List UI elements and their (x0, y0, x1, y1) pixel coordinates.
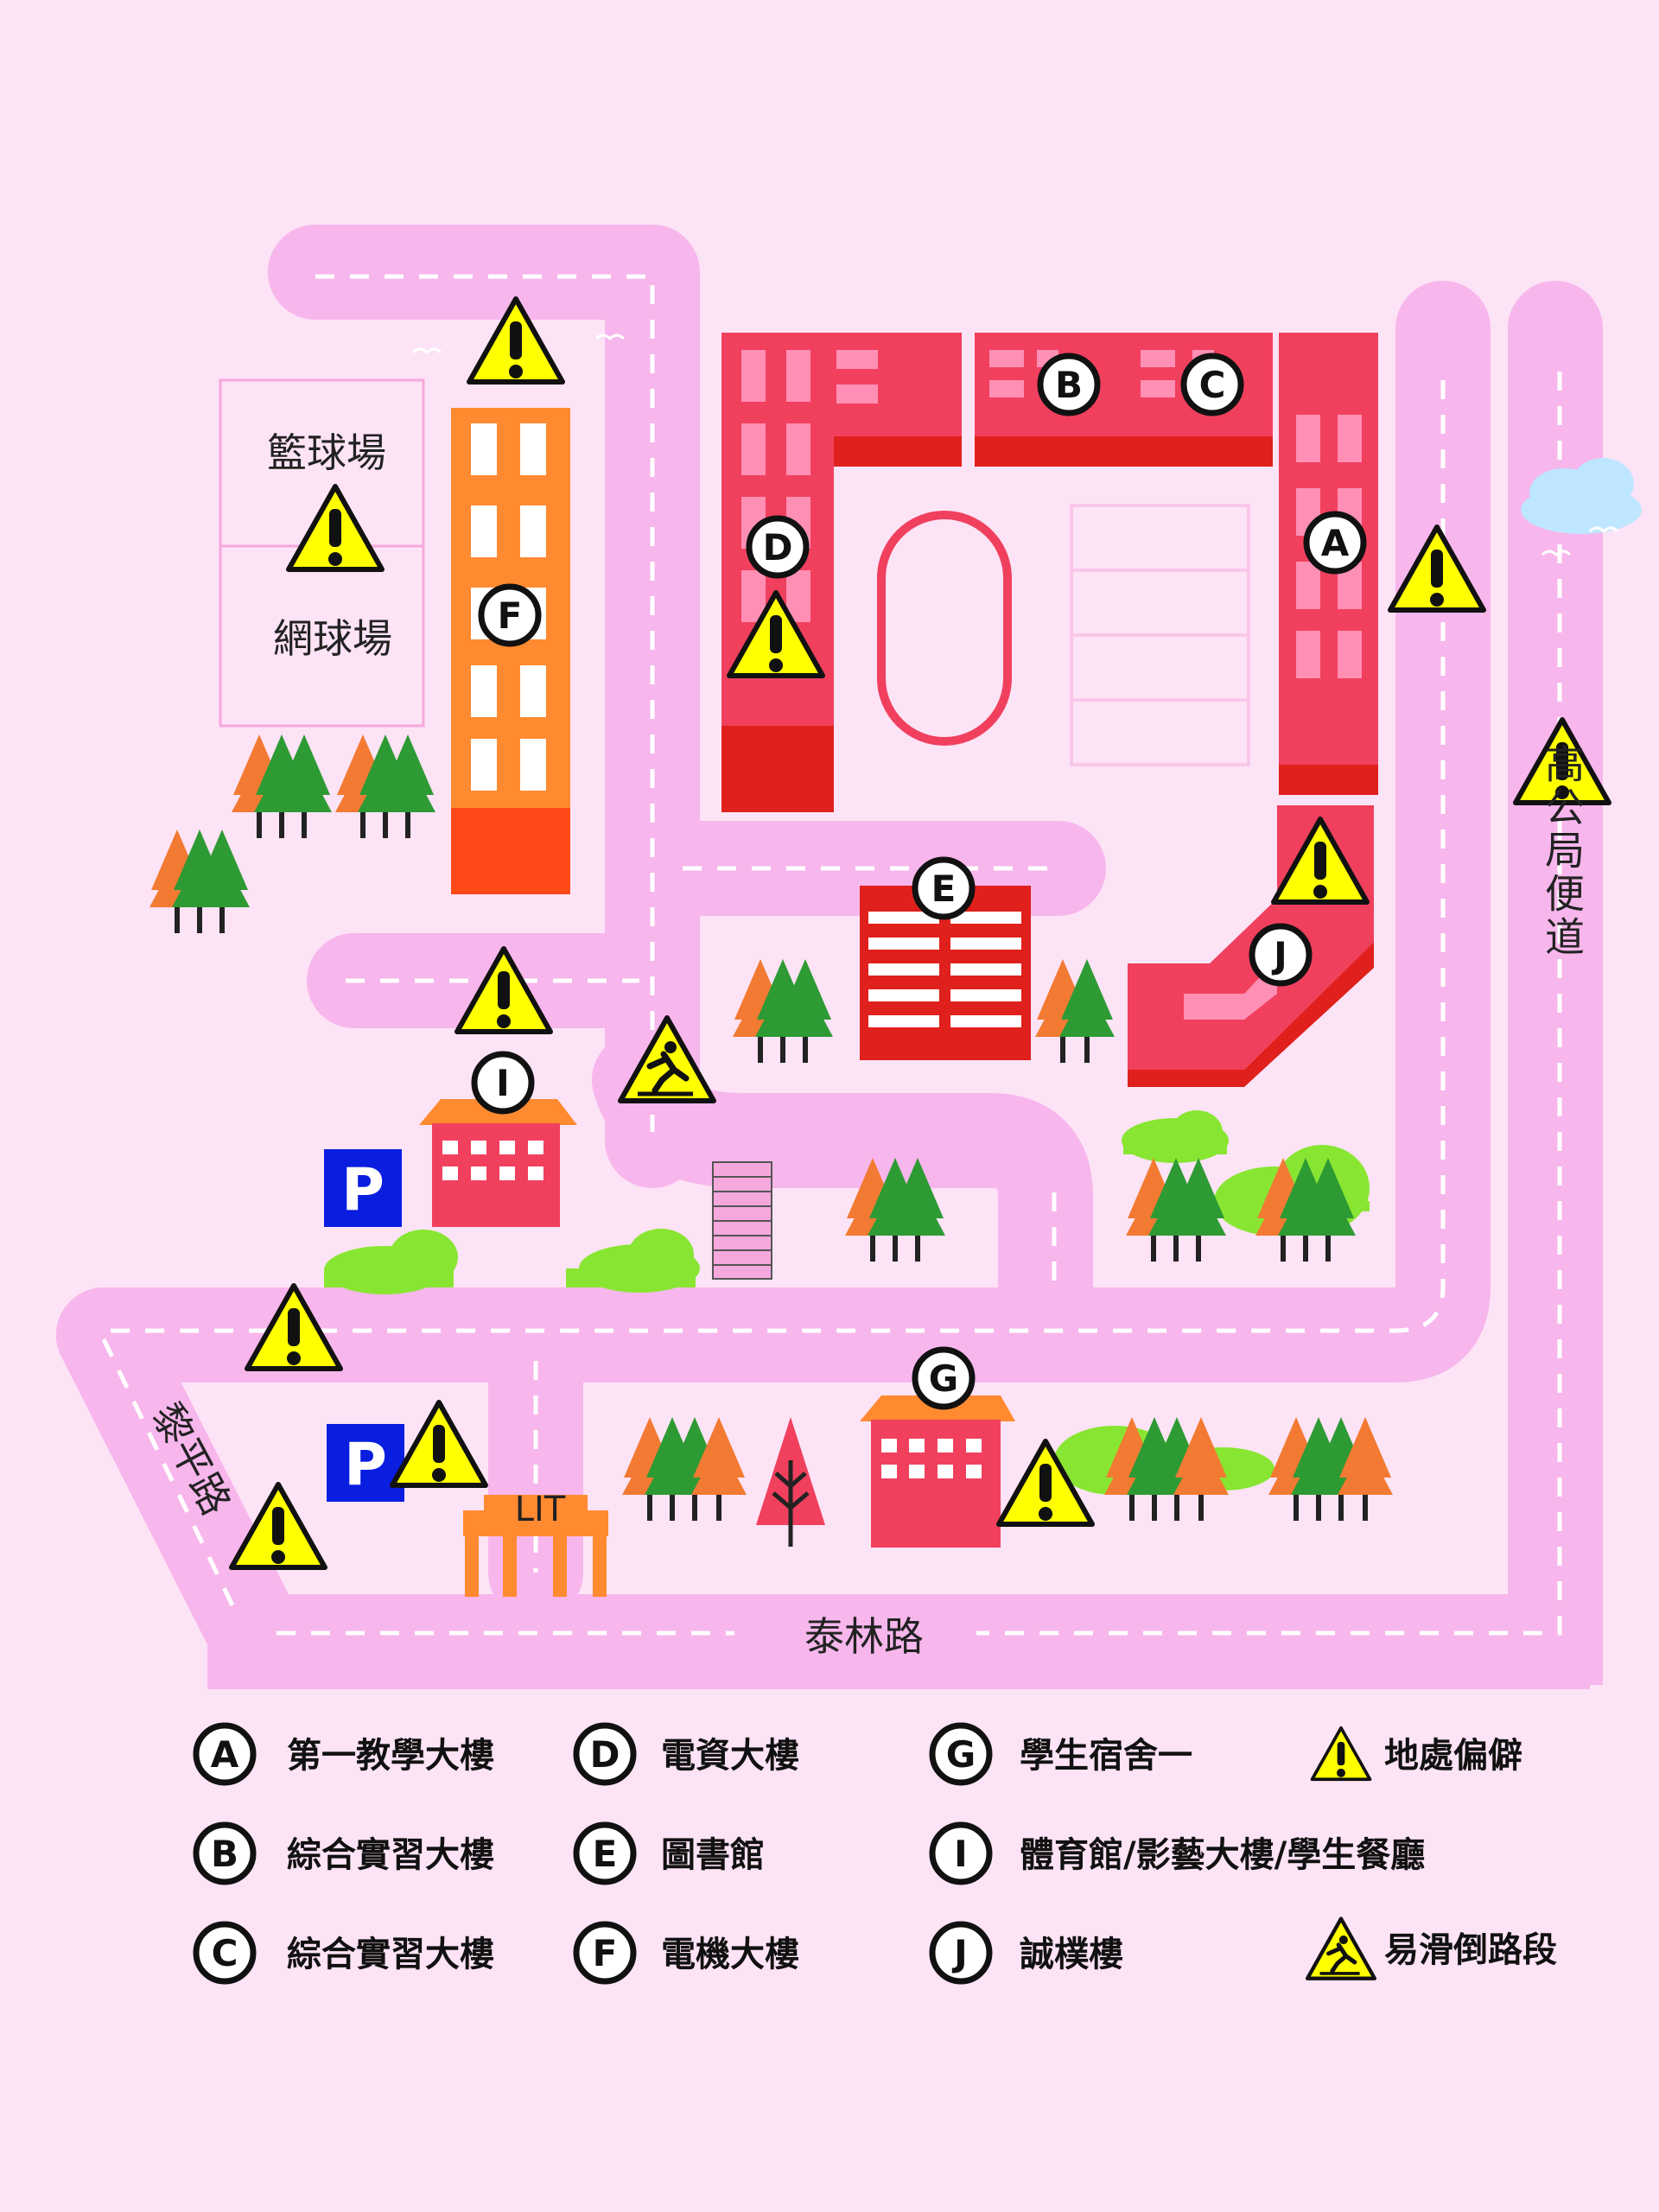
legend-label: 第一教學大樓 (287, 1736, 494, 1776)
legend-code: B (211, 1833, 238, 1875)
building-f (451, 408, 570, 894)
birds (411, 334, 1619, 557)
road-markings (101, 274, 1562, 1636)
legend-slippery-label: 易滑倒路段 (1384, 1930, 1557, 1970)
parking-1 (324, 1149, 402, 1227)
red-tree (756, 1417, 825, 1547)
legend-code: E (593, 1833, 618, 1875)
building-d (721, 333, 962, 812)
label-tennis: 網球場 (273, 615, 392, 662)
marker-j: J (1271, 934, 1287, 976)
legend-code: I (954, 1833, 968, 1875)
parking-label-1: P (341, 1156, 385, 1224)
legend-code: C (212, 1932, 238, 1974)
legend-warning-label: 地處偏僻 (1384, 1736, 1522, 1776)
road-label-bottom: 泰林路 (804, 1613, 924, 1660)
legend-label: 綜合實習大樓 (287, 1835, 494, 1875)
warning-icon (392, 1402, 486, 1485)
courts (1070, 504, 1250, 766)
legend-slippery-icon (1307, 1919, 1375, 1979)
building-g (860, 1395, 1015, 1548)
warning-icon (289, 486, 382, 569)
legend-code: J (951, 1932, 968, 1974)
marker-d: D (763, 526, 793, 569)
gate-label: LIT (515, 1490, 566, 1529)
marker-f: F (498, 594, 523, 637)
legend-code: D (590, 1733, 620, 1776)
marker-a: A (1321, 522, 1350, 564)
legend-label: 圖書館 (661, 1835, 765, 1875)
legend-label: 綜合實習大樓 (287, 1935, 494, 1974)
cloud (1521, 458, 1642, 534)
marker-c: C (1199, 364, 1226, 406)
legend-labels: 第一教學大樓 綜合實習大樓 綜合實習大樓 電資大樓 圖書館 電機大樓 學生宿舍一… (287, 1736, 1557, 1974)
legend-code: G (946, 1733, 976, 1776)
running-track (877, 511, 1012, 746)
legend-label: 電資大樓 (661, 1736, 799, 1776)
stairs (712, 1161, 772, 1280)
parking-label-2: P (344, 1431, 387, 1499)
marker-e: E (931, 868, 957, 910)
legend-label: 誠樸樓 (1020, 1935, 1123, 1974)
legend-warning-icon (1310, 1726, 1372, 1782)
building-bc (975, 333, 1273, 467)
campus-gate (463, 1495, 608, 1597)
legend-label: 學生宿舍一 (1020, 1736, 1192, 1776)
marker-g: G (929, 1357, 958, 1400)
legend-codes: A B C D E F G I J (211, 1733, 976, 1974)
marker-i: I (496, 1062, 510, 1104)
legend-label: 體育館/影藝大樓/學生餐廳 (1020, 1835, 1425, 1875)
legend-code: F (593, 1932, 618, 1974)
parking-2 (327, 1424, 404, 1502)
legend-label: 電機大樓 (661, 1935, 799, 1974)
marker-b: B (1055, 364, 1083, 406)
road-label-right: 高公局便道 (1539, 743, 1586, 959)
building-i (419, 1099, 577, 1227)
legend-code: A (211, 1733, 239, 1776)
label-basketball: 籃球場 (267, 429, 386, 476)
